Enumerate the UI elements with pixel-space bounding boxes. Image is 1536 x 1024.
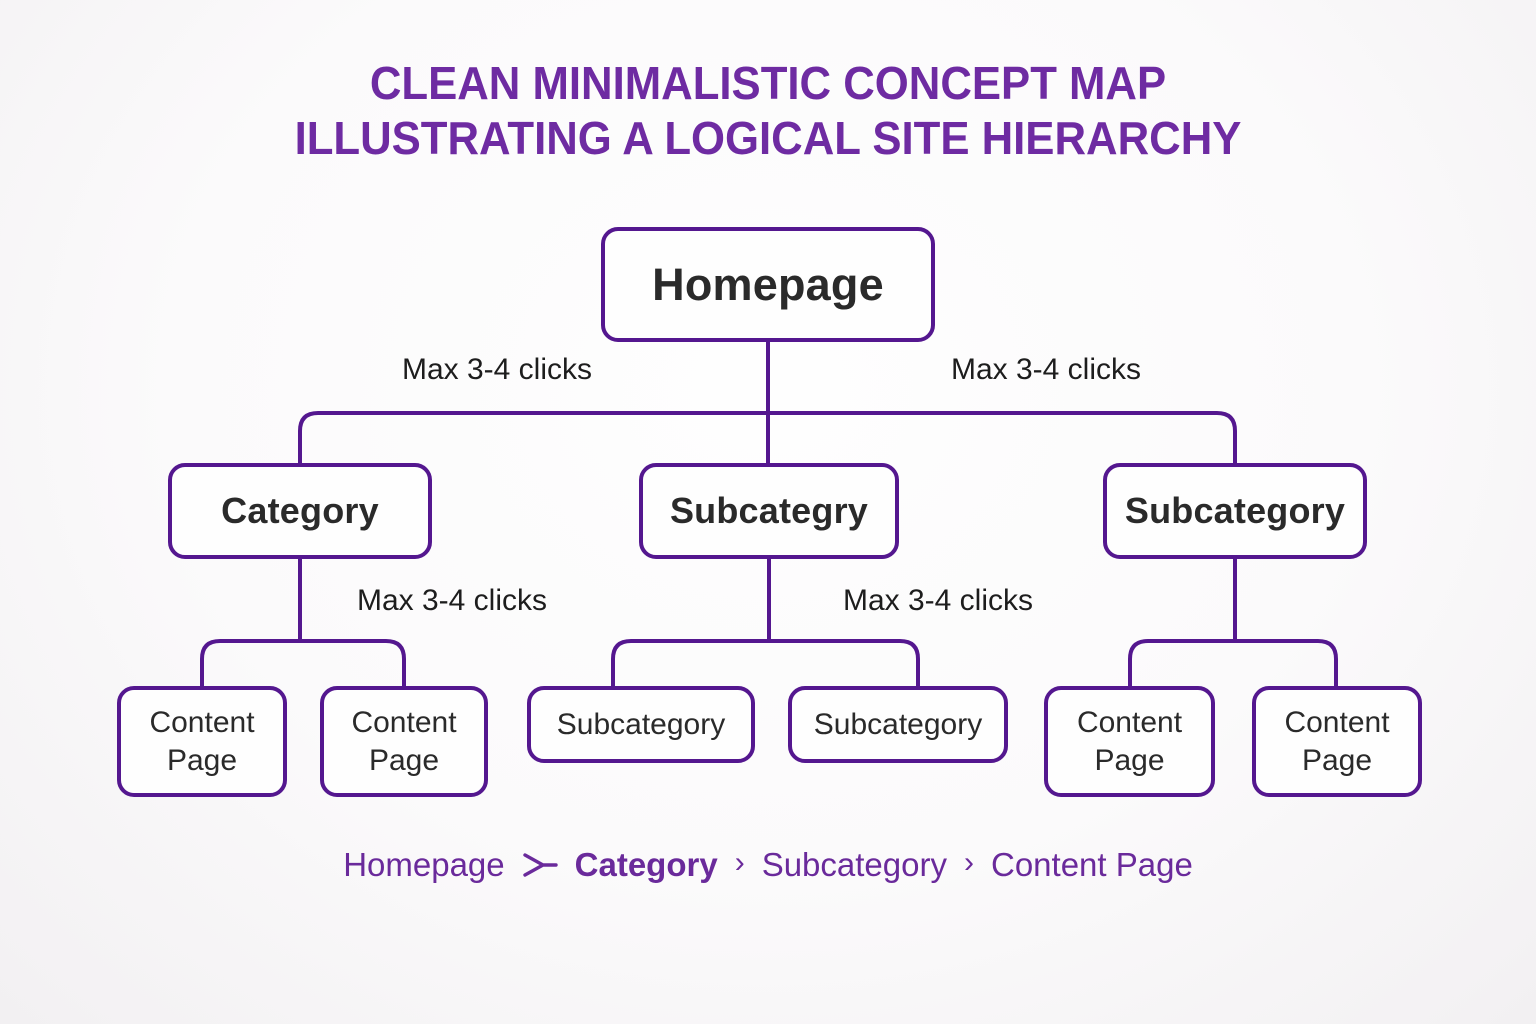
- breadcrumb-item-content-page: Content Page: [990, 846, 1193, 883]
- connector-category-rail: [200, 639, 406, 687]
- connector-subcategory-rail: [1128, 639, 1338, 687]
- connector-subcategry-rail: [611, 639, 920, 687]
- node-content-page-4-label: Content Page: [1284, 705, 1390, 777]
- connector-main-rail: [298, 411, 1237, 463]
- node-content-page-2-label: Content Page: [351, 705, 457, 777]
- node-content-page-3: Content Page: [1044, 686, 1215, 797]
- node-content-page-1-label: Content Page: [149, 705, 255, 777]
- chevron-right-icon: ›: [963, 846, 974, 879]
- chevron-right-icon: ›: [734, 846, 745, 879]
- edge-label-left-bottom: Max 3-4 clicks: [356, 584, 548, 617]
- node-category-label: Category: [221, 490, 379, 531]
- edge-label-right-top: Max 3-4 clicks: [950, 353, 1142, 386]
- edge-label-right-bottom: Max 3-4 clicks: [842, 584, 1034, 617]
- node-homepage-label: Homepage: [652, 258, 884, 310]
- edge-label-left-top: Max 3-4 clicks: [401, 353, 593, 386]
- breadcrumb: Homepage Category › Subcategory › Conten…: [0, 846, 1536, 884]
- node-category: Category: [168, 463, 432, 559]
- node-subcategory-child-2: Subcategory: [788, 686, 1008, 763]
- node-subcategory-child-1-label: Subcategory: [556, 707, 726, 741]
- page-title-line2: ILLUSTRATING A LOGICAL SITE HIERARCHY: [294, 112, 1242, 164]
- node-subcategory-child-1: Subcategory: [527, 686, 755, 763]
- node-content-page-3-label: Content Page: [1076, 705, 1183, 777]
- node-content-page-2: Content Page: [320, 686, 488, 797]
- node-content-page-4: Content Page: [1252, 686, 1422, 797]
- breadcrumb-item-homepage: Homepage: [343, 846, 505, 883]
- page-title-line1: CLEAN MINIMALISTIC CONCEPT MAP: [369, 57, 1167, 109]
- branch-arrow-icon: [521, 851, 559, 879]
- node-subcategry-mid-label: Subcategry: [669, 490, 869, 531]
- node-subcategory-child-2-label: Subcategory: [813, 707, 983, 741]
- node-subcategory-right-label: Subcategory: [1124, 490, 1346, 531]
- breadcrumb-item-category: Category: [574, 846, 718, 883]
- breadcrumb-item-subcategory: Subcategory: [761, 846, 947, 883]
- node-subcategory-right: Subcategory: [1103, 463, 1367, 559]
- node-homepage: Homepage: [601, 227, 935, 342]
- node-content-page-1: Content Page: [117, 686, 287, 797]
- page-title: CLEAN MINIMALISTIC CONCEPT MAP ILLUSTRAT…: [38, 56, 1497, 166]
- node-subcategry-mid: Subcategry: [639, 463, 899, 559]
